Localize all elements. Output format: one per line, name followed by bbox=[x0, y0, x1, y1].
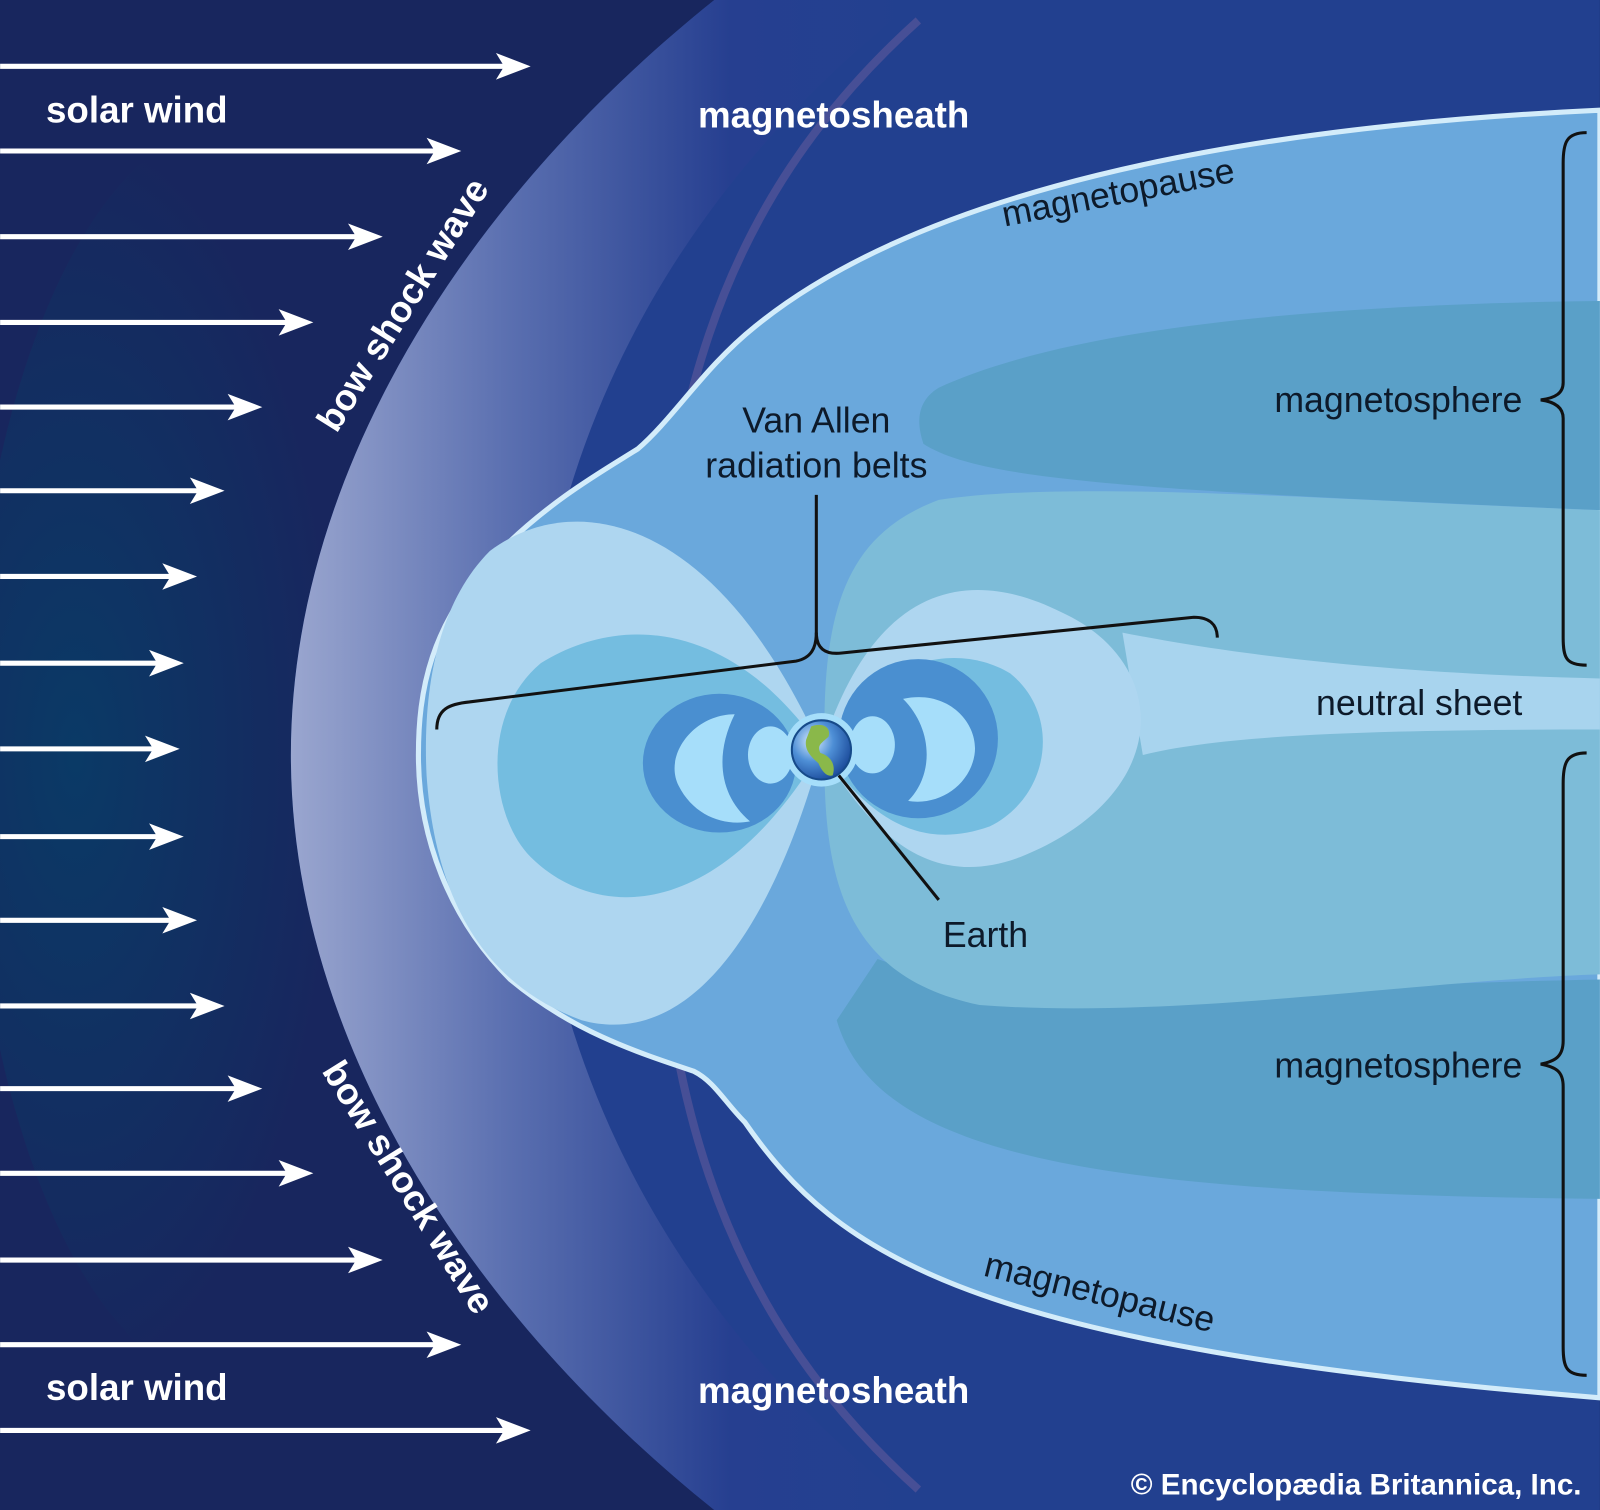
right-arrow-icon bbox=[227, 1075, 263, 1102]
bow-shock-gradient bbox=[290, 0, 919, 1510]
label-magnetosphere-top: magnetosphere bbox=[1274, 380, 1522, 420]
right-arrow-icon bbox=[495, 53, 531, 80]
inner-belt-left bbox=[747, 726, 793, 784]
label-solar-wind-top: solar wind bbox=[46, 89, 228, 130]
label-van-allen-2: radiation belts bbox=[705, 445, 927, 485]
right-arrow-icon bbox=[189, 992, 225, 1020]
pointer-lines bbox=[435, 131, 1587, 1377]
label-solar-wind-bottom: solar wind bbox=[46, 1367, 228, 1408]
right-arrow-icon bbox=[149, 649, 184, 677]
neutral-sheet-region bbox=[1122, 632, 1600, 755]
label-magnetosphere-bottom: magnetosphere bbox=[1274, 1045, 1522, 1085]
right-arrow-icon bbox=[348, 1246, 383, 1274]
tail-band-bottom bbox=[836, 959, 1600, 1199]
label-neutral-sheet: neutral sheet bbox=[1316, 683, 1522, 723]
right-arrow-icon bbox=[278, 1160, 314, 1187]
continents-icon bbox=[805, 724, 834, 776]
solar-wind-arrows bbox=[0, 53, 531, 1444]
right-arrow-icon bbox=[227, 393, 263, 421]
earth-icon bbox=[790, 719, 853, 781]
right-arrow-icon bbox=[162, 563, 198, 590]
right-arrow-icon bbox=[278, 309, 314, 336]
right-arrow-icon bbox=[426, 1331, 462, 1358]
outer-belt-crescent-right bbox=[903, 697, 976, 802]
copyright: © Encyclopædia Britannica, Inc. bbox=[1131, 1469, 1582, 1502]
inner-belt-right bbox=[849, 716, 895, 774]
right-arrow-icon bbox=[495, 1417, 531, 1444]
right-arrow-icon bbox=[348, 223, 383, 250]
label-magnetosheath-top: magnetosheath bbox=[698, 95, 969, 136]
label-magnetosheath-bottom: magnetosheath bbox=[698, 1370, 969, 1411]
right-arrow-icon bbox=[426, 137, 462, 165]
label-earth: Earth bbox=[943, 915, 1028, 955]
right-arrow-icon bbox=[144, 735, 180, 763]
right-arrow-icon bbox=[189, 477, 225, 505]
outer-belt-crescent-left bbox=[674, 714, 751, 823]
right-arrow-icon bbox=[149, 823, 184, 850]
right-arrow-icon bbox=[162, 907, 198, 934]
label-van-allen-1: Van Allen bbox=[742, 401, 890, 441]
tail-band-top bbox=[919, 300, 1600, 511]
